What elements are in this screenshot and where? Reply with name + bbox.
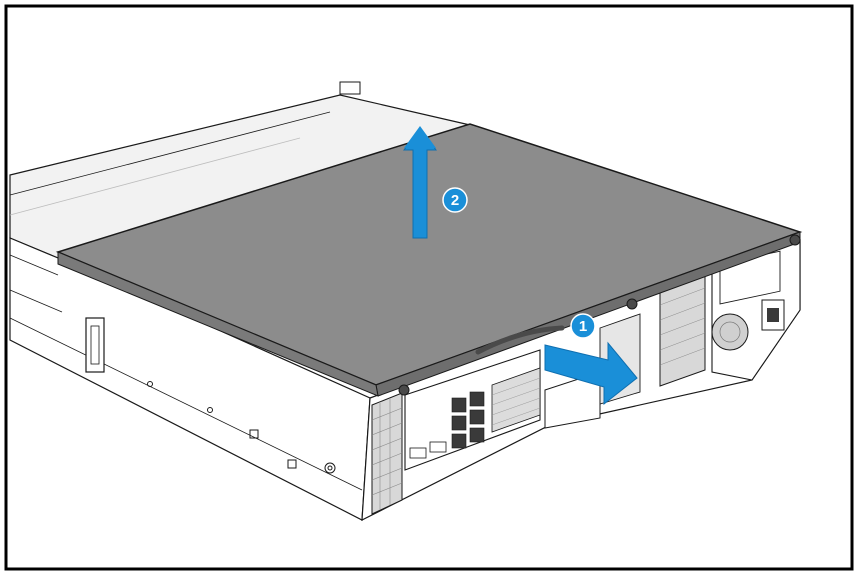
psu-fan-icon xyxy=(711,313,749,351)
step-number-1: 1 xyxy=(579,318,587,335)
step-badge-icon xyxy=(442,187,468,213)
step-badge-2: 2 xyxy=(442,187,468,213)
step-badge-icon xyxy=(570,313,596,339)
cover-screws xyxy=(398,234,801,396)
left-vent-grille xyxy=(371,392,403,515)
usb-ports xyxy=(409,441,447,459)
network-ports xyxy=(451,391,485,449)
top-cover-left-edge xyxy=(57,251,379,397)
right-arrow-icon xyxy=(544,341,638,406)
up-arrow-icon xyxy=(403,126,437,239)
rear-handle-tab xyxy=(339,81,361,95)
top-cover-handle-recess xyxy=(475,325,565,355)
step-badge-1: 1 xyxy=(570,313,596,339)
side-mount-bracket xyxy=(85,317,105,373)
step-number-2: 2 xyxy=(451,192,459,209)
